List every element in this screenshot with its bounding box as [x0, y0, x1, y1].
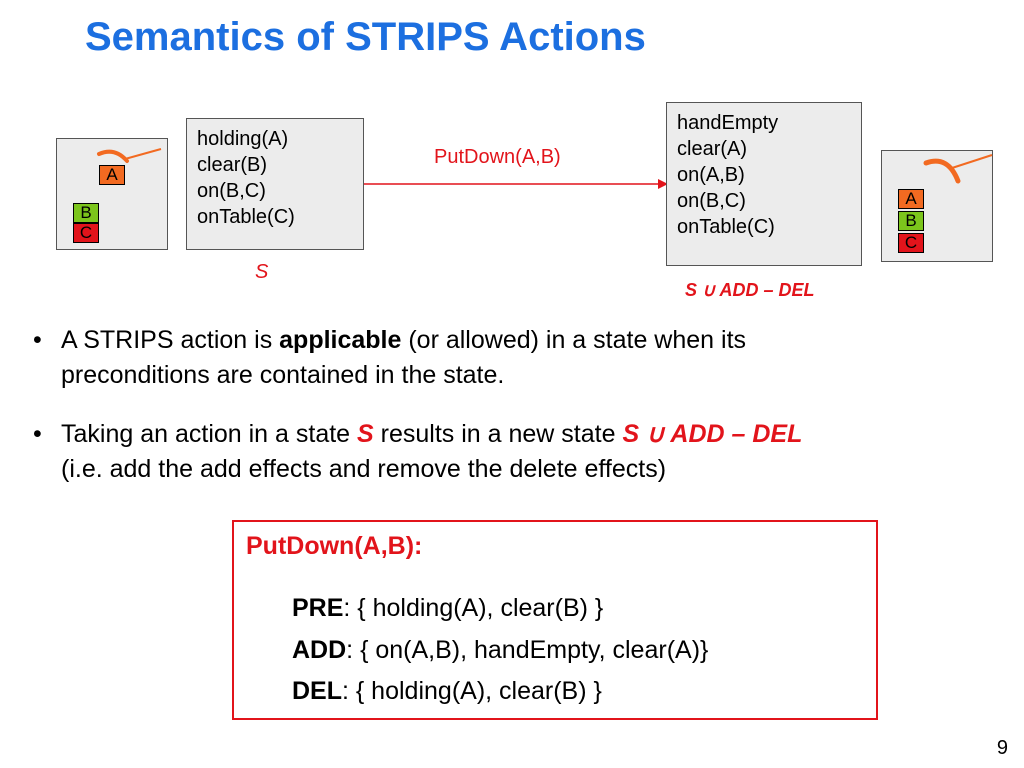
bullet-text: (or allowed) in a state when its [401, 326, 747, 354]
bullet-text: preconditions are contained in the state… [61, 361, 505, 389]
after-world-illustration: A B C [881, 150, 993, 262]
block-c: C [73, 223, 99, 243]
bullet-text: results in a new state [373, 420, 623, 448]
del-value: : { holding(A), clear(B) } [342, 677, 602, 705]
bullet-mark: • [33, 420, 42, 448]
bullet-mark: • [33, 326, 42, 354]
state-result-label: S ∪ ADD – DEL [685, 280, 815, 300]
block-c: C [898, 233, 924, 253]
add-row: ADD: { on(A,B), handEmpty, clear(A)} [292, 636, 708, 665]
state-fact: on(B,C) [677, 190, 746, 212]
definition-title: PutDown(A,B): [246, 532, 423, 560]
state-s-box: holding(A) clear(B) on(B,C) onTable(C) [186, 118, 364, 250]
action-definition-box: PutDown(A,B): PRE: { holding(A), clear(B… [232, 520, 878, 720]
state-result-box: handEmpty clear(A) on(A,B) on(B,C) onTab… [666, 102, 862, 266]
del-label: DEL [292, 677, 342, 705]
gripper-empty-icon [923, 154, 993, 184]
bullet-text: (i.e. add the add effects and remove the… [61, 455, 667, 483]
gripper-holding-icon [97, 148, 162, 163]
block-b: B [73, 203, 99, 223]
add-value: : { on(A,B), handEmpty, clear(A)} [346, 636, 709, 664]
state-s-term: S [357, 420, 374, 448]
pre-value: : { holding(A), clear(B) } [343, 594, 604, 622]
state-fact: on(B,C) [197, 180, 266, 202]
transition-arrow [364, 179, 668, 189]
block-a: A [99, 165, 125, 185]
add-label: ADD [292, 636, 347, 664]
state-fact: onTable(C) [677, 216, 775, 238]
pre-label: PRE [292, 594, 344, 622]
state-fact: onTable(C) [197, 206, 295, 228]
state-s-label: S [255, 261, 269, 283]
action-label: PutDown(A,B) [434, 146, 561, 168]
applicable-term: applicable [279, 326, 402, 354]
bullet-text: A STRIPS action is [61, 326, 280, 354]
state-fact: handEmpty [677, 112, 779, 134]
state-fact: clear(B) [197, 154, 268, 176]
page-number: 9 [996, 737, 1008, 759]
bullet-text: Taking an action in a state [61, 420, 358, 448]
before-world-illustration: A B C [56, 138, 168, 250]
state-fact: on(A,B) [677, 164, 745, 186]
pre-row: PRE: { holding(A), clear(B) } [292, 594, 603, 623]
state-fact: holding(A) [197, 128, 289, 150]
block-a: A [898, 189, 924, 209]
slide-title: Semantics of STRIPS Actions [85, 15, 646, 59]
result-formula: S ∪ ADD – DEL [622, 420, 803, 448]
state-fact: clear(A) [677, 138, 748, 160]
bullet-applicability: • A STRIPS action is applicable (or allow… [33, 323, 993, 393]
del-row: DEL: { holding(A), clear(B) } [292, 677, 602, 706]
block-b: B [898, 211, 924, 231]
bullet-state-transition: • Taking an action in a state S results i… [33, 417, 993, 487]
